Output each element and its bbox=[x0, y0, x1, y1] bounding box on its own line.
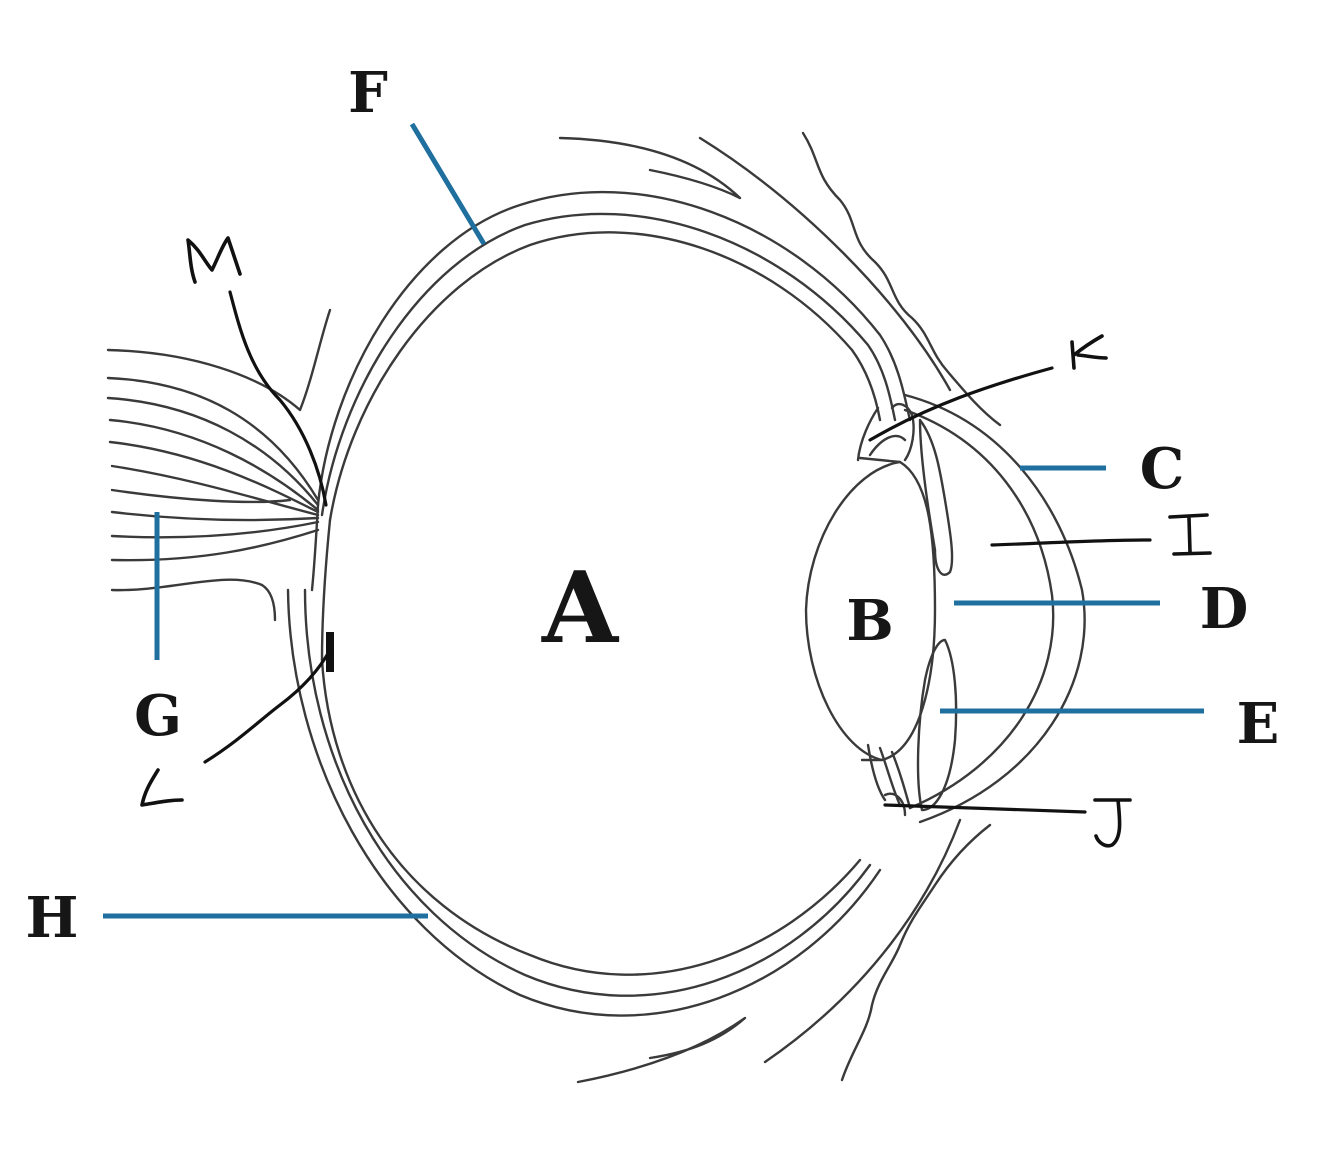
pointer-m bbox=[228, 290, 328, 507]
optic-nerve-sheath-bottom bbox=[110, 578, 277, 622]
skin-lower bbox=[840, 823, 992, 1082]
skin-upper bbox=[801, 131, 1002, 427]
label-e: E bbox=[1237, 691, 1280, 757]
cornea-outer bbox=[903, 393, 1086, 824]
ciliary-body-upper bbox=[856, 402, 915, 462]
iris-lower bbox=[916, 638, 958, 812]
pointer-k bbox=[868, 366, 1054, 442]
lower-lid-fold bbox=[576, 1016, 747, 1084]
pointer-j bbox=[883, 803, 1087, 814]
ciliary-body-lower bbox=[866, 743, 912, 817]
glyph-k bbox=[1070, 334, 1108, 370]
sclera-outer-lower bbox=[286, 588, 882, 1017]
label-a: A bbox=[541, 551, 620, 666]
glyph-j bbox=[1093, 798, 1132, 848]
upper-lid-fold bbox=[558, 136, 742, 200]
blue-leader-lines bbox=[103, 122, 1204, 919]
pointer-l bbox=[203, 648, 332, 764]
label-b: B bbox=[846, 588, 893, 654]
choroid-lower bbox=[303, 588, 872, 997]
leader-line-f bbox=[409, 122, 487, 246]
glyph-i bbox=[1168, 513, 1212, 556]
label-c: C bbox=[1140, 436, 1185, 502]
sclera-outer bbox=[316, 190, 912, 507]
pointer-i bbox=[990, 538, 1152, 547]
glyph-m bbox=[186, 236, 242, 284]
glyph-l bbox=[140, 768, 184, 807]
iris-upper bbox=[918, 418, 954, 576]
cornea-inner bbox=[903, 408, 1055, 810]
optic-nerve-sheath-top bbox=[106, 308, 332, 412]
retina-lower bbox=[320, 658, 862, 976]
label-f: F bbox=[348, 60, 388, 126]
eye-line-art bbox=[106, 131, 1086, 1084]
label-d: D bbox=[1200, 576, 1249, 642]
label-g: G bbox=[134, 683, 182, 749]
retina-upper bbox=[328, 231, 882, 522]
choroid-upper bbox=[320, 212, 897, 517]
handwritten-pointers bbox=[203, 290, 1152, 814]
label-h: H bbox=[26, 885, 79, 951]
handwritten-glyphs bbox=[140, 236, 1212, 848]
